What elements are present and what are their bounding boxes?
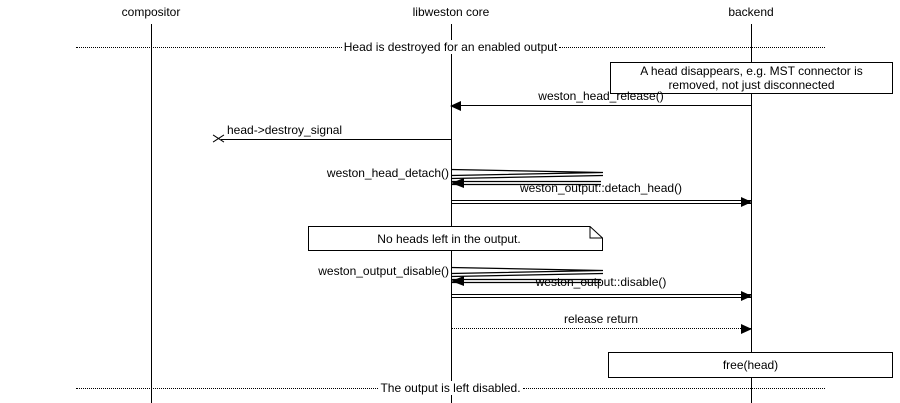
message-weston-output-disable-call-label: weston_output_disable() bbox=[318, 264, 449, 278]
message-weston-output-disable: weston_output::disable() bbox=[451, 275, 752, 301]
message-line-2 bbox=[451, 297, 751, 298]
message-head-destroy-signal: head->destroy_signal bbox=[212, 123, 451, 143]
note-no-heads-left-shape bbox=[308, 226, 603, 251]
message-line bbox=[451, 105, 751, 106]
arrowhead-right bbox=[741, 324, 752, 334]
message-weston-head-detach: weston_head_detach() bbox=[327, 166, 611, 190]
message-release-return-label: release return bbox=[563, 312, 639, 326]
note-head-disappears-line1: A head disappears, e.g. MST connector is bbox=[640, 64, 863, 78]
note-no-heads-left-text: No heads left in the output. bbox=[377, 231, 521, 246]
note-head-disappears-text: A head disappears, e.g. MST connector is… bbox=[610, 62, 893, 94]
self-call-loop-shape bbox=[451, 266, 604, 286]
separator-top-label: Head is destroyed for an enabled output bbox=[341, 40, 560, 54]
arrowhead-left bbox=[450, 101, 461, 111]
note-no-heads-left: No heads left in the output. bbox=[308, 226, 603, 251]
separator-bottom: The output is left disabled. bbox=[76, 381, 825, 395]
participant-label-backend: backend bbox=[728, 5, 774, 19]
note-head-disappears-line2: removed, not just disconnected bbox=[668, 78, 835, 92]
message-weston-output-detach-head: weston_output::detach_head() bbox=[451, 181, 752, 207]
message-weston-head-release: weston_head_release() bbox=[450, 89, 751, 111]
lifeline-backend bbox=[751, 24, 752, 403]
message-weston-output-disable-call: weston_output_disable() bbox=[318, 264, 611, 288]
note-head-disappears: A head disappears, e.g. MST connector is… bbox=[610, 62, 893, 94]
message-release-return: release return bbox=[451, 312, 752, 334]
message-line-2 bbox=[451, 203, 751, 204]
participant-label-compositor: compositor bbox=[121, 5, 181, 19]
message-weston-head-detach-label: weston_head_detach() bbox=[326, 166, 449, 180]
message-line bbox=[451, 328, 751, 329]
arrowhead-right bbox=[741, 197, 752, 207]
message-line bbox=[451, 294, 751, 295]
message-line bbox=[221, 139, 451, 140]
arrowhead-right bbox=[741, 291, 752, 301]
separator-rail-right bbox=[559, 46, 826, 48]
message-weston-output-disable-label: weston_output::disable() bbox=[535, 275, 667, 289]
message-weston-head-release-label: weston_head_release() bbox=[538, 89, 664, 103]
separator-rail-left bbox=[76, 387, 379, 389]
lifeline-libweston-core bbox=[451, 24, 452, 403]
message-weston-output-detach-head-label: weston_output::detach_head() bbox=[519, 181, 683, 195]
separator-top: Head is destroyed for an enabled output bbox=[76, 40, 826, 54]
box-free-head-label: free(head) bbox=[722, 358, 779, 372]
lifeline-compositor bbox=[151, 24, 152, 403]
arrowhead-open-x bbox=[212, 132, 225, 146]
participant-label-libweston-core: libweston core bbox=[412, 5, 490, 19]
separator-bottom-label: The output is left disabled. bbox=[378, 381, 523, 395]
note-head-disappears-shape bbox=[610, 62, 893, 94]
separator-rail-left bbox=[76, 46, 342, 48]
message-head-destroy-signal-label: head->destroy_signal bbox=[227, 123, 343, 137]
separator-rail-right bbox=[522, 387, 825, 389]
self-call-loop-shape bbox=[451, 168, 604, 188]
box-free-head: free(head) bbox=[608, 352, 893, 378]
message-line bbox=[451, 200, 751, 201]
